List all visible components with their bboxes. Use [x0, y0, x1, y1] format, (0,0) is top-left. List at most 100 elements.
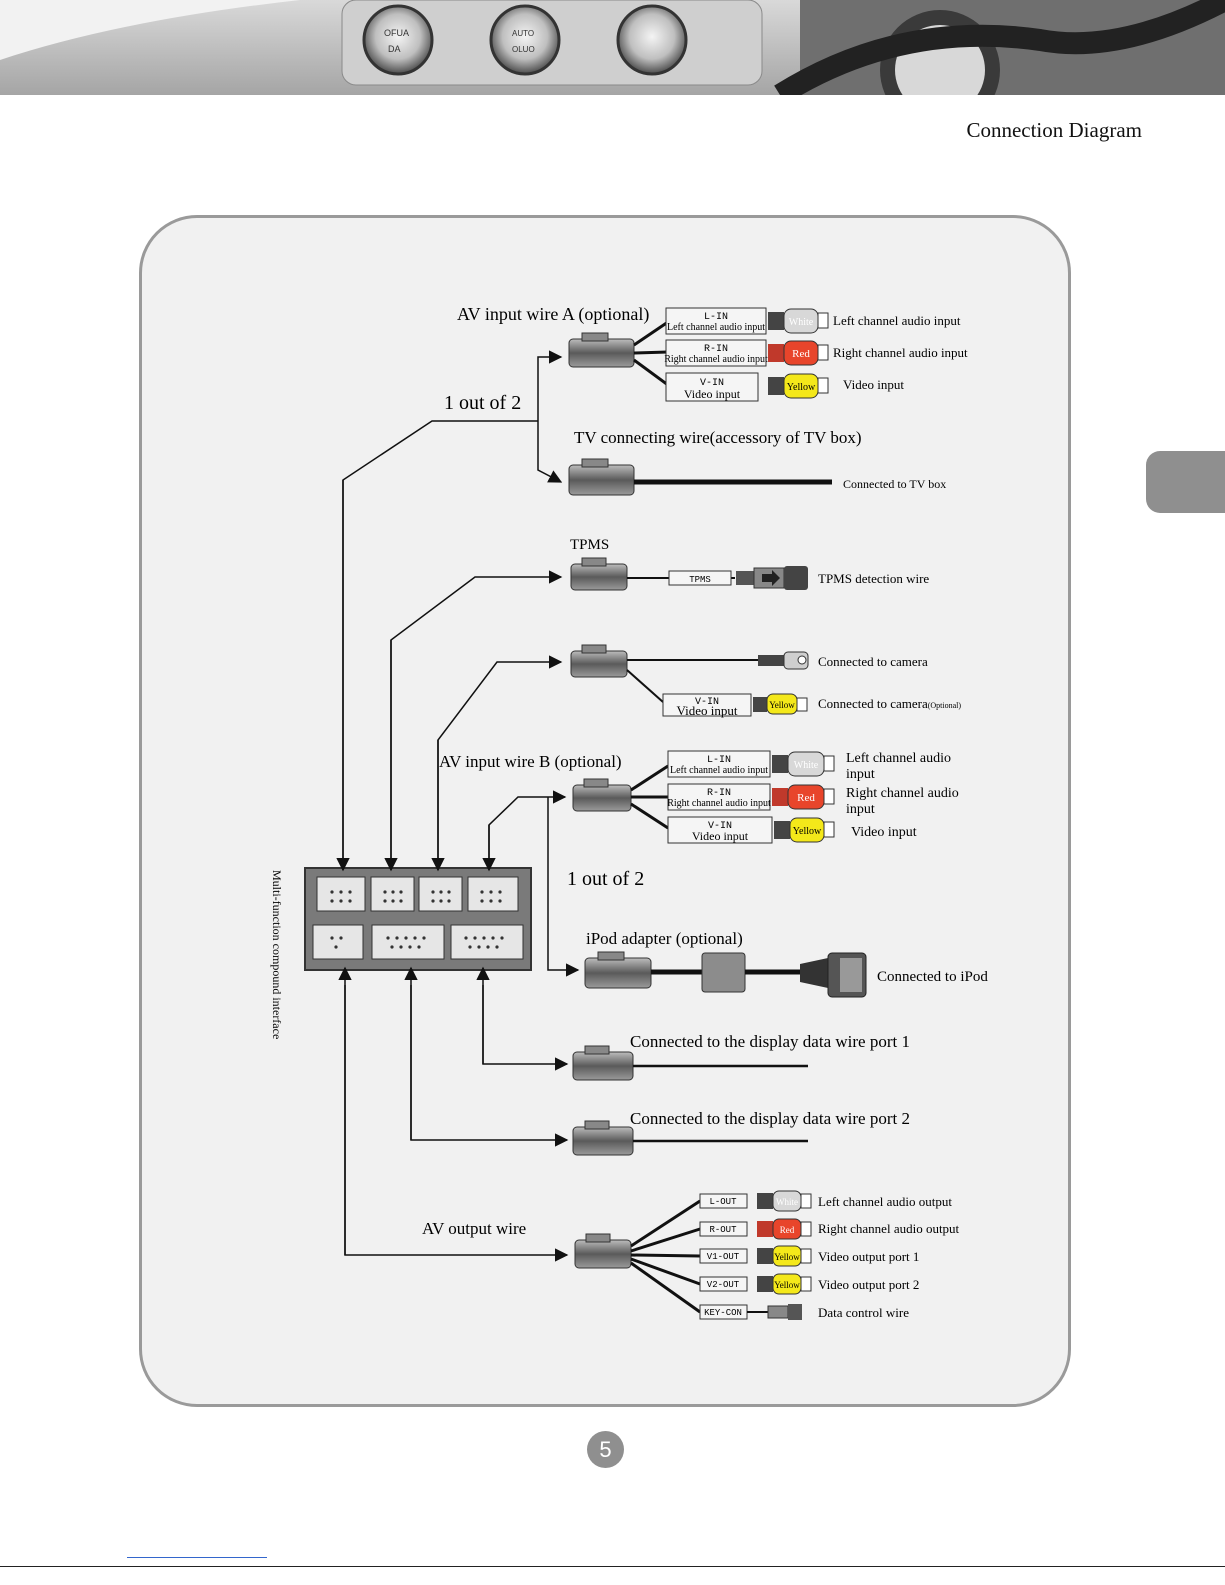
plug-label: Right channel audio input [833, 345, 968, 360]
camera-tag [662, 693, 752, 717]
plug-code: R-IN [704, 344, 728, 355]
arrow-tv-wire [537, 421, 563, 483]
plug-tag [667, 783, 771, 811]
plug-code: V1-OUT [707, 1252, 740, 1262]
side-tab [1146, 451, 1225, 513]
dashboard-photo: OFUA DA AUTO OLUO [0, 0, 1225, 95]
plug-color-label: Red [780, 1225, 795, 1235]
plug-label: Video input [843, 377, 904, 392]
camera-desc: Video input [677, 703, 738, 718]
tv-wire-label: Connected to TV box [843, 477, 946, 491]
plug-color-label: Yellow [774, 1280, 800, 1290]
dash-knob [362, 4, 434, 76]
choice-top: 1 out of 2 [444, 392, 521, 414]
connector-display-port-1 [572, 1045, 634, 1081]
plug-label: Video input [851, 825, 917, 840]
plug-label: Video output port 1 [818, 1249, 919, 1264]
plug-color-label: White [794, 760, 819, 771]
plug-desc: Video input [692, 829, 749, 843]
connector-camera [570, 644, 628, 678]
dash-knob-label: AUTO [512, 29, 534, 38]
arrow-av-input-a [537, 350, 563, 421]
compound-interface [304, 867, 532, 971]
tpms-label: TPMS detection wire [818, 571, 929, 586]
plug-color-label: Yellow [787, 382, 816, 393]
plug-color-label: Red [792, 348, 810, 360]
plug-code: R-IN [707, 788, 731, 799]
plug-code: R-OUT [709, 1225, 737, 1235]
plug-code: V-IN [708, 821, 732, 832]
plug-tag [665, 339, 767, 367]
ipod-label: Connected to iPod [877, 969, 988, 985]
plug-desc: Video input [684, 387, 741, 401]
plug-tag [665, 307, 767, 335]
plug-tag [699, 1221, 748, 1237]
plug-tag [699, 1193, 748, 1209]
connector-tv-wire [568, 458, 635, 496]
arrow-av-output [344, 985, 569, 1262]
dash-knob [616, 4, 688, 76]
plug-body [768, 312, 784, 330]
plug-code: L-OUT [709, 1197, 737, 1207]
plug-label: Data control wire [818, 1305, 909, 1320]
key-con-plug-icon [767, 1304, 802, 1320]
footer-link[interactable] [127, 1557, 267, 1558]
connector-av-input-a [568, 332, 635, 368]
display-port-2-label: Connected to the display data wire port … [630, 1109, 910, 1128]
plug-color-label: White [776, 1197, 798, 1207]
plug-code: L-IN [707, 755, 731, 766]
ipod-adapter-box [701, 952, 746, 993]
tpms-title: TPMS [570, 537, 609, 553]
plug-label: Left channel audio [846, 751, 951, 766]
camera-label: Connected to camera [818, 654, 928, 669]
plug-color-label: Red [797, 792, 815, 804]
arrow-tpms [390, 570, 563, 870]
page-title: Connection Diagram [966, 118, 1142, 142]
camera-optional-label: Connected to camera(Optional) [818, 696, 961, 711]
plug-tag [699, 1276, 748, 1292]
plug-desc: Left channel audio input [667, 322, 765, 333]
plug-label: Right channel audio output [818, 1221, 960, 1236]
plug-body [768, 344, 784, 362]
plug-label: input [846, 767, 875, 782]
plug-code: L-IN [704, 312, 728, 323]
arrow-ipod [547, 797, 580, 977]
tpms-plug-icon [736, 566, 808, 590]
plug-label: Left channel audio output [818, 1194, 952, 1209]
plug-color-label: White [789, 317, 814, 328]
page-number: 5 [587, 1431, 624, 1468]
arrow-av-input-b [488, 790, 567, 870]
plug-color-label: Yellow [774, 1252, 800, 1262]
ipod-plug-icon [800, 952, 867, 998]
plug-code: KEY-CON [704, 1308, 742, 1318]
link-line-av-a [342, 420, 538, 870]
dash-knob-label: DA [388, 44, 401, 54]
connector-av-output [574, 1233, 632, 1269]
plug-tag [699, 1248, 748, 1264]
plug-desc: Left channel audio input [670, 765, 768, 776]
plug-desc: Right channel audio input [664, 354, 768, 365]
connector-av-input-b [572, 778, 632, 812]
arrow-display-port-1 [482, 985, 569, 1071]
connector-display-port-2 [572, 1120, 634, 1156]
dash-knob [489, 4, 561, 76]
display-port-1-label: Connected to the display data wire port … [630, 1032, 910, 1051]
plug-color-label: Yellow [769, 700, 795, 710]
dash-knob-label: OFUA [384, 28, 409, 38]
connector-ipod [584, 951, 652, 989]
plug-label: Right channel audio [846, 786, 959, 801]
av-output-title: AV output wire [422, 1219, 526, 1238]
ipod-title: iPod adapter (optional) [586, 929, 743, 948]
plug-desc: Right channel audio input [667, 798, 771, 809]
plug-tag [665, 372, 759, 402]
arrow-display-port-2 [410, 985, 569, 1147]
camera-plug-icon [758, 651, 809, 670]
choice-bottom: 1 out of 2 [567, 868, 644, 890]
plug-color-label: Yellow [793, 826, 822, 837]
plug-code: V2-OUT [707, 1280, 740, 1290]
plug-code: V-IN [700, 378, 724, 389]
header-banner: OFUA DA AUTO OLUO [0, 0, 1225, 95]
av-input-a-title: AV input wire A (optional) [457, 304, 649, 325]
plug-label: input [846, 802, 875, 817]
